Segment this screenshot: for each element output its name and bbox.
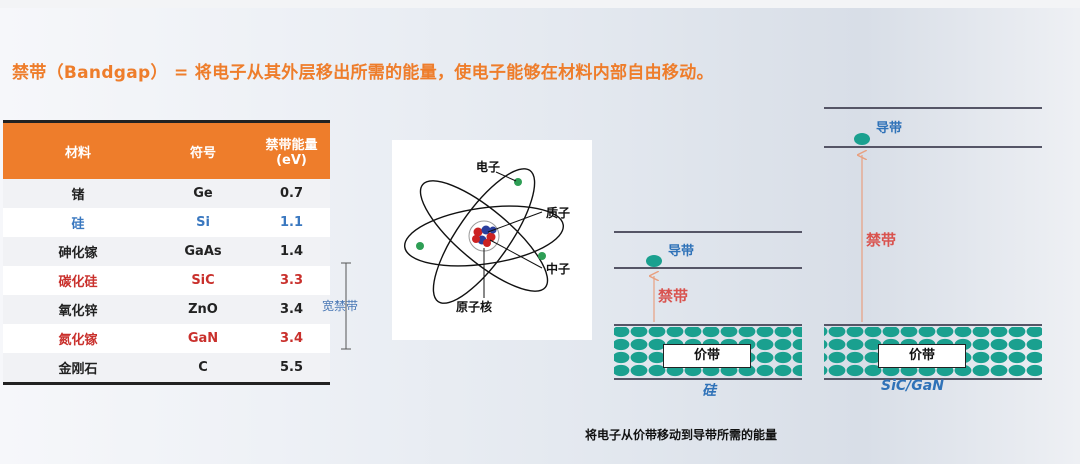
- cell-symbol: SiC: [153, 266, 253, 295]
- cell-symbol: Si: [153, 208, 253, 237]
- nucleus-label: 原子核: [456, 300, 493, 314]
- leader-electron: [495, 171, 517, 182]
- proton-label: 质子: [546, 206, 571, 220]
- cell-symbol: C: [153, 353, 253, 385]
- cell-material: 碳化硅: [3, 266, 153, 295]
- electron-dot-2: [416, 242, 424, 250]
- wbg-conduction-label: 导带: [876, 121, 903, 136]
- cell-material: 砷化镓: [3, 237, 153, 266]
- cell-material: 锗: [3, 179, 153, 208]
- leader-proton: [487, 211, 543, 233]
- electron-dot-1: [514, 178, 522, 186]
- proton-particle: [472, 235, 480, 243]
- cell-material: 硅: [3, 208, 153, 237]
- orbit-1: [403, 205, 565, 267]
- wide-bandgap-label: 宽禁带: [322, 299, 359, 313]
- wbg-gap-label: 禁带: [866, 231, 897, 249]
- si-conduction-label: 导带: [668, 244, 695, 259]
- wbg-band-diagram: [824, 107, 1042, 380]
- electron-dot-3: [538, 252, 546, 260]
- cell-energy: 1.4: [253, 237, 330, 266]
- bottom-caption: 将电子从价带移动到导带所需的能量: [585, 428, 778, 442]
- atom-illustration: 电子 质子 中子 原子核: [392, 140, 592, 340]
- proton-particle: [473, 227, 483, 237]
- cell-energy: 3.4: [253, 324, 330, 353]
- proton-particle: [483, 239, 491, 247]
- orbit-3: [432, 168, 536, 304]
- headline: 禁带（Bandgap） = 将电子从其外层移出所需的能量，使电子能够在材料内部自…: [12, 63, 714, 83]
- cell-energy: 1.1: [253, 208, 330, 237]
- top-bar: [0, 0, 1080, 8]
- leader-neutron: [489, 239, 543, 269]
- cell-symbol: GaAs: [153, 237, 253, 266]
- table-header-row: 材料 符号 禁带能量(eV): [3, 120, 330, 179]
- si-electron: [646, 255, 662, 267]
- si-material-caption: 硅: [702, 383, 716, 399]
- proton-particle: [486, 232, 496, 242]
- cell-energy: 3.3: [253, 266, 330, 295]
- wbg-material-caption: SiC/GaN: [881, 378, 944, 394]
- header-material: 材料: [3, 120, 153, 179]
- header-symbol: 符号: [153, 120, 253, 179]
- cell-material: 氧化锌: [3, 295, 153, 324]
- orbit-2: [419, 180, 549, 292]
- cell-symbol: GaN: [153, 324, 253, 353]
- electron-label: 电子: [476, 160, 501, 174]
- cell-symbol: Ge: [153, 179, 253, 208]
- si-gap-label: 禁带: [658, 287, 689, 305]
- neutron-label: 中子: [546, 262, 571, 276]
- wide-bandgap-bracket: [341, 262, 351, 350]
- nucleus: [472, 225, 497, 247]
- cell-material: 氮化镓: [3, 324, 153, 353]
- wbg-valence-label: 价带: [878, 344, 966, 368]
- header-energy: 禁带能量(eV): [253, 120, 330, 179]
- cell-energy: 3.4: [253, 295, 330, 324]
- cell-energy: 5.5: [253, 353, 330, 385]
- atom-orbits: [403, 168, 565, 304]
- header-energy-label: 禁带能量(eV): [265, 138, 318, 168]
- si-valence-label: 价带: [663, 344, 751, 368]
- cell-energy: 0.7: [253, 179, 330, 208]
- wbg-electron: [854, 133, 870, 145]
- cell-symbol: ZnO: [153, 295, 253, 324]
- cell-material: 金刚石: [3, 353, 153, 385]
